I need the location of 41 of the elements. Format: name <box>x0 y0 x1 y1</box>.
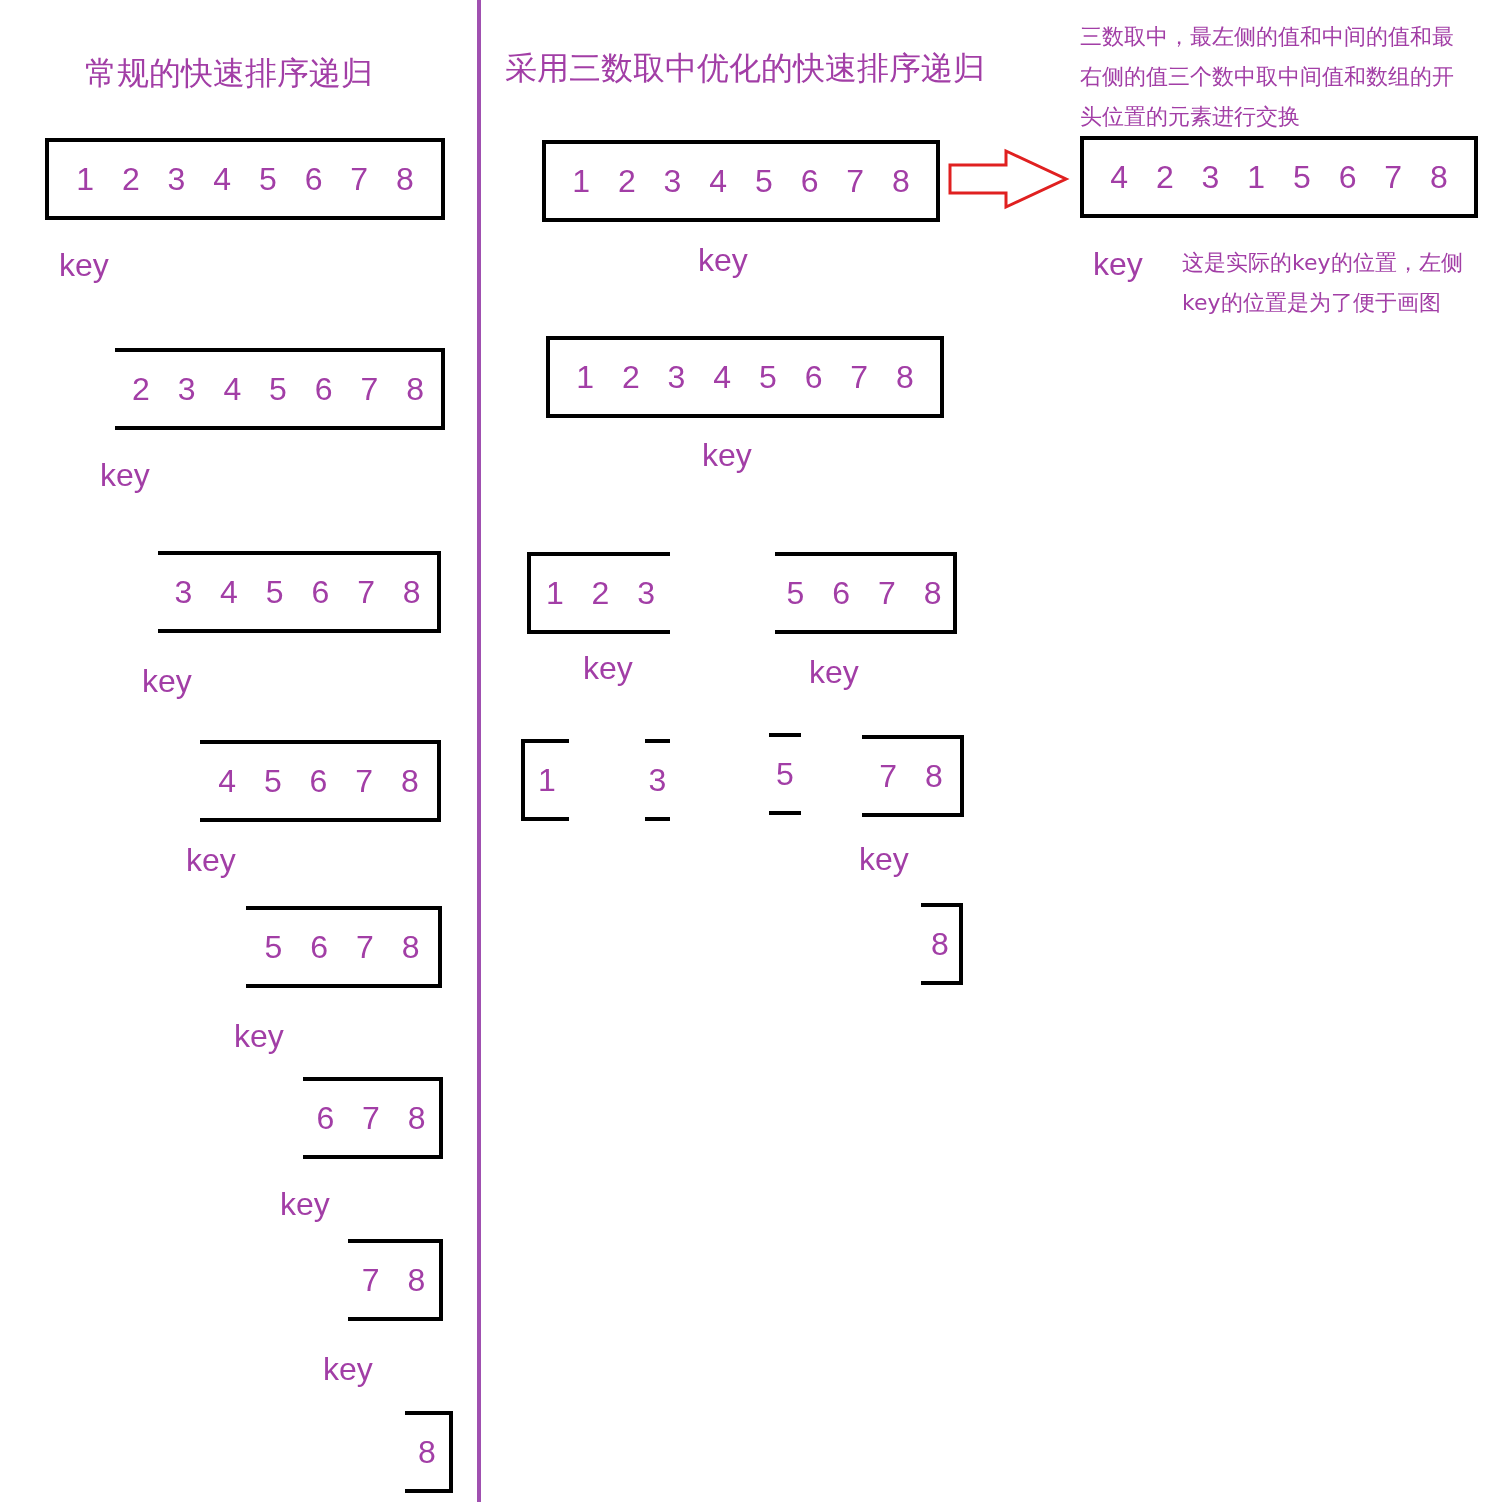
array-values: 8 <box>931 925 949 963</box>
array-values: 2 3 4 5 6 7 8 <box>132 370 424 408</box>
key-label: key <box>59 247 109 284</box>
array-values: 1 2 3 4 5 6 7 8 <box>572 162 910 200</box>
key-label: key <box>809 654 859 691</box>
annotation-note: 这是实际的key的位置，左侧key的位置是为了便于画图 <box>1182 249 1464 317</box>
array-values: 4 5 6 7 8 <box>218 762 419 800</box>
section-heading: 采用三数取中优化的快速排序递归 <box>505 48 985 89</box>
array-values: 7 8 <box>879 757 943 795</box>
array-bracket <box>769 733 801 815</box>
section-heading: 常规的快速排序递归 <box>85 53 373 94</box>
array-bracket <box>405 1411 453 1493</box>
array-values: 5 <box>776 755 794 793</box>
array-bracket <box>521 739 569 821</box>
annotation-note: 三数取中，最左侧的值和中间的值和最右侧的值三个数中取中间值和数组的开头位置的元素进行交换 <box>1080 23 1455 131</box>
array-values: 3 <box>648 761 667 799</box>
array-bracket <box>645 739 670 821</box>
key-label: key <box>859 841 909 878</box>
array-values: 1 2 3 4 5 6 7 8 <box>76 160 414 198</box>
key-label: key <box>698 242 748 279</box>
array-values: 7 8 <box>361 1261 426 1299</box>
key-label: key <box>186 842 236 879</box>
array-values: 1 <box>538 761 556 799</box>
key-label: key <box>280 1186 330 1223</box>
array-values: 1 2 3 4 5 6 7 8 <box>576 358 914 396</box>
key-label: key <box>583 650 633 687</box>
array-values: 6 7 8 <box>316 1099 426 1137</box>
array-values: 8 <box>418 1433 436 1471</box>
block-arrow <box>948 148 1070 210</box>
array-values: 4 2 3 1 5 6 7 8 <box>1110 158 1448 196</box>
key-label: key <box>702 437 752 474</box>
key-label: key <box>1093 246 1143 283</box>
array-values: 5 6 7 8 <box>786 574 942 612</box>
key-label: key <box>142 663 192 700</box>
array-bracket <box>921 903 963 985</box>
key-label: key <box>234 1018 284 1055</box>
array-values: 3 4 5 6 7 8 <box>174 573 421 611</box>
array-values: 1 2 3 <box>545 574 656 612</box>
array-values: 5 6 7 8 <box>264 928 420 966</box>
key-label: key <box>100 457 150 494</box>
key-label: key <box>323 1351 373 1388</box>
